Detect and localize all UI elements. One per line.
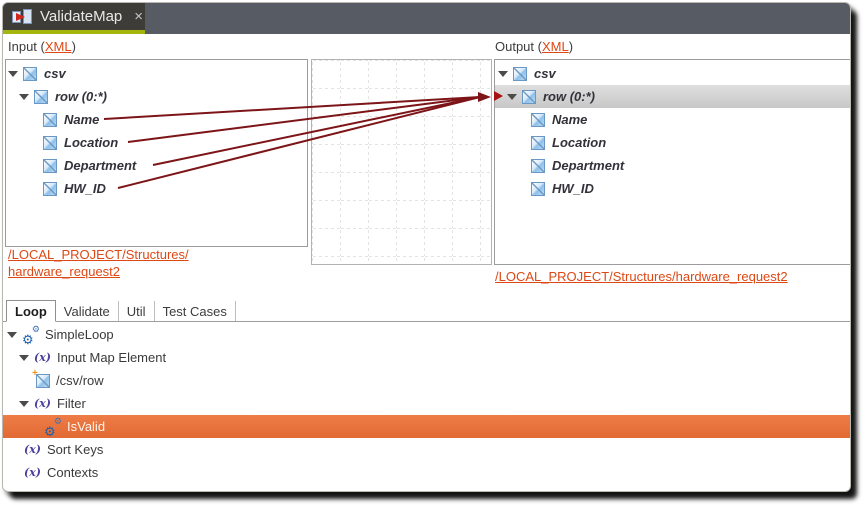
active-tab-underline xyxy=(3,30,145,34)
output-pane-header: Output (XML) xyxy=(495,39,573,54)
gears-icon: ⚙⚙ xyxy=(22,323,40,347)
xml-element-icon xyxy=(34,89,48,104)
input-header-close-paren: ) xyxy=(71,39,76,54)
output-header-close-paren: ) xyxy=(568,39,574,54)
input-tree-item-csv[interactable]: csv xyxy=(6,62,307,85)
xml-element-icon xyxy=(43,135,57,150)
expander-icon[interactable] xyxy=(507,93,517,100)
xml-element-icon xyxy=(23,66,37,81)
expander-icon[interactable] xyxy=(7,331,17,338)
xml-element-icon xyxy=(531,135,545,150)
xml-element-icon xyxy=(43,112,57,127)
input-tree-item-name[interactable]: Name xyxy=(6,108,307,131)
function-icon: (x) xyxy=(24,466,41,479)
output-tree-panel: csv row (0:*) Name Location Department xyxy=(494,59,850,265)
xml-element-icon xyxy=(522,89,536,104)
input-pane-header: Input (XML) xyxy=(8,39,76,54)
gears-icon: ⚙⚙ xyxy=(44,415,62,439)
function-icon: (x) xyxy=(24,443,41,456)
expander-icon[interactable] xyxy=(19,93,29,100)
expander-icon[interactable] xyxy=(8,70,18,77)
loop-item-isvalid[interactable]: ⚙⚙ IsValid xyxy=(3,415,850,439)
loop-item-filter[interactable]: (x) Filter xyxy=(3,392,850,415)
output-tree-item-location[interactable]: Location xyxy=(495,131,850,154)
expander-icon[interactable] xyxy=(19,354,29,361)
input-tree-item-department[interactable]: Department xyxy=(6,154,307,177)
validatemap-window: ValidateMap × Input (XML) Output (XML) c… xyxy=(2,2,851,492)
loop-tree: ⚙⚙ SimpleLoop (x) Input Map Element + /c… xyxy=(3,323,850,484)
input-tree-item-location[interactable]: Location xyxy=(6,131,307,154)
output-tree-item-name[interactable]: Name xyxy=(495,108,850,131)
xml-element-icon xyxy=(43,158,57,173)
tab-validatemap[interactable]: ValidateMap × xyxy=(3,3,145,30)
tab-test-cases[interactable]: Test Cases xyxy=(155,301,236,321)
tab-title: ValidateMap xyxy=(40,8,123,25)
input-tree-item-hwid[interactable]: HW_ID xyxy=(6,177,307,200)
output-tree-item-csv[interactable]: csv xyxy=(495,62,850,85)
input-header-text: Input ( xyxy=(8,39,45,54)
input-xml-link[interactable]: XML xyxy=(44,39,72,54)
editor-tab-bar: ValidateMap × xyxy=(3,3,850,34)
map-icon xyxy=(12,8,32,25)
bottom-tab-bar: Loop Validate Util Test Cases xyxy=(3,300,850,322)
output-tree-item-hwid[interactable]: HW_ID xyxy=(495,177,850,200)
loop-item-simpleloop[interactable]: ⚙⚙ SimpleLoop xyxy=(3,323,850,347)
output-tree-item-row[interactable]: row (0:*) xyxy=(494,85,850,108)
expander-icon[interactable] xyxy=(498,70,508,77)
input-structure-link[interactable]: /LOCAL_PROJECT/Structures/ hardware_requ… xyxy=(8,247,189,279)
input-tree-item-row[interactable]: row (0:*) xyxy=(6,85,307,108)
tab-validate[interactable]: Validate xyxy=(56,301,119,321)
mapping-canvas[interactable] xyxy=(311,59,492,265)
expander-icon[interactable] xyxy=(19,400,29,407)
xml-element-icon xyxy=(531,112,545,127)
function-icon: (x) xyxy=(34,351,51,364)
mapping-grid xyxy=(312,60,491,264)
xml-element-plus-icon: + xyxy=(32,368,50,388)
output-xml-link[interactable]: XML xyxy=(541,39,569,54)
mapping-target-arrow-icon xyxy=(494,91,503,101)
loop-item-contexts[interactable]: (x) Contexts xyxy=(24,465,99,480)
loop-item-csv-row[interactable]: + /csv/row xyxy=(32,367,104,389)
xml-element-icon xyxy=(43,181,57,196)
tab-util[interactable]: Util xyxy=(119,301,155,321)
loop-item-sort-keys[interactable]: (x) Sort Keys xyxy=(24,442,104,457)
close-icon[interactable]: × xyxy=(134,8,144,25)
output-tree-item-department[interactable]: Department xyxy=(495,154,850,177)
xml-element-icon xyxy=(531,158,545,173)
output-structure-link[interactable]: /LOCAL_PROJECT/Structures/hardware_reque… xyxy=(495,269,788,284)
input-tree-panel: csv row (0:*) Name Location Department xyxy=(5,59,308,247)
loop-item-input-map-element[interactable]: (x) Input Map Element xyxy=(3,346,850,369)
xml-element-icon xyxy=(531,181,545,196)
function-icon: (x) xyxy=(34,397,51,410)
tab-loop[interactable]: Loop xyxy=(6,300,56,322)
output-header-text: Output ( xyxy=(495,39,542,54)
xml-element-icon xyxy=(513,66,527,81)
